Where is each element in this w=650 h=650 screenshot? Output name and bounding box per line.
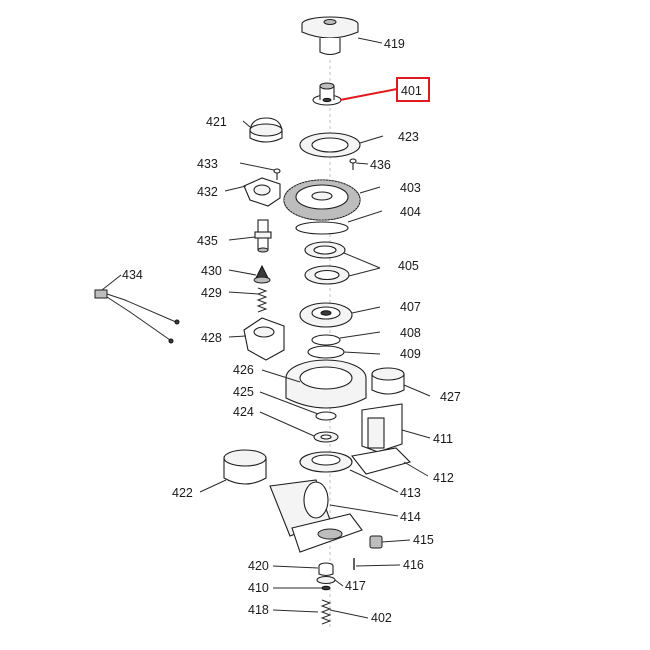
- part-428-lower-bracket[interactable]: [243, 317, 285, 361]
- part-434-cable[interactable]: [94, 289, 180, 344]
- label-411[interactable]: 411: [433, 432, 453, 446]
- label-420[interactable]: 420: [248, 559, 269, 573]
- part-427-cup[interactable]: [371, 367, 405, 395]
- highlight-leader-line: [339, 88, 398, 101]
- part-408-ring[interactable]: [311, 334, 341, 346]
- label-436[interactable]: 436: [370, 158, 391, 172]
- part-423-ring[interactable]: [299, 132, 361, 158]
- label-425[interactable]: 425: [233, 385, 254, 399]
- label-403[interactable]: 403: [400, 181, 421, 195]
- label-401[interactable]: 401: [401, 84, 422, 98]
- label-410[interactable]: 410: [248, 581, 269, 595]
- part-404-o-ring[interactable]: [295, 221, 349, 235]
- part-410-ring[interactable]: [321, 585, 331, 591]
- label-424[interactable]: 424: [233, 405, 254, 419]
- label-418[interactable]: 418: [248, 603, 269, 617]
- highlight-401: [339, 77, 430, 102]
- part-409-ring[interactable]: [307, 345, 345, 359]
- part-418-spring[interactable]: [320, 599, 332, 625]
- label-435[interactable]: 435: [197, 234, 218, 248]
- label-430[interactable]: 430: [201, 264, 222, 278]
- part-435-nozzle[interactable]: [254, 219, 272, 253]
- part-407-gear-carrier[interactable]: [299, 302, 353, 328]
- part-411-tray[interactable]: [361, 403, 403, 453]
- label-417[interactable]: 417: [345, 579, 366, 593]
- label-415[interactable]: 415: [413, 533, 434, 547]
- label-428[interactable]: 428: [201, 331, 222, 345]
- label-432[interactable]: 432: [197, 185, 218, 199]
- part-419-cap[interactable]: [301, 16, 359, 56]
- highlight-box: [396, 77, 430, 102]
- label-427[interactable]: 427: [440, 390, 461, 404]
- part-420-cap[interactable]: [318, 562, 334, 577]
- part-429-spring[interactable]: [256, 287, 268, 313]
- label-412[interactable]: 412: [433, 471, 454, 485]
- label-429[interactable]: 429: [201, 286, 222, 300]
- label-409[interactable]: 409: [400, 347, 421, 361]
- leader-lines: [101, 37, 431, 619]
- part-426-housing[interactable]: [285, 359, 367, 409]
- label-414[interactable]: 414: [400, 510, 421, 524]
- label-402[interactable]: 402: [371, 611, 392, 625]
- label-404[interactable]: 404: [400, 205, 421, 219]
- part-433-screw[interactable]: [273, 168, 281, 180]
- part-414-motor[interactable]: [269, 479, 363, 553]
- part-412-base-plate[interactable]: [351, 447, 412, 475]
- part-422-clamp[interactable]: [223, 449, 267, 485]
- part-424-washer[interactable]: [313, 431, 339, 443]
- part-405-rings[interactable]: [304, 241, 350, 285]
- label-419[interactable]: 419: [384, 37, 405, 51]
- label-416[interactable]: 416: [403, 558, 424, 572]
- label-423[interactable]: 423: [398, 130, 419, 144]
- label-421[interactable]: 421: [206, 115, 227, 129]
- part-421-knob[interactable]: [249, 117, 283, 143]
- label-422[interactable]: 422: [172, 486, 193, 500]
- label-405[interactable]: 405: [398, 259, 419, 273]
- label-413[interactable]: 413: [400, 486, 421, 500]
- label-426[interactable]: 426: [233, 363, 254, 377]
- callout-labels: 419 401 421 423 433 436 432 403 404 435 …: [122, 37, 461, 625]
- label-408[interactable]: 408: [400, 326, 421, 340]
- part-436-screw[interactable]: [349, 158, 357, 170]
- part-401-gear-shaft[interactable]: [312, 82, 342, 106]
- part-415-clip[interactable]: [369, 535, 383, 549]
- part-432-bracket[interactable]: [243, 177, 281, 207]
- part-430-valve[interactable]: [253, 264, 271, 284]
- part-413-gear-disk[interactable]: [299, 451, 353, 473]
- label-434[interactable]: 434: [122, 268, 143, 282]
- part-417-washer[interactable]: [316, 575, 336, 585]
- part-403-large-gear[interactable]: [283, 179, 361, 221]
- label-407[interactable]: 407: [400, 300, 421, 314]
- label-433[interactable]: 433: [197, 157, 218, 171]
- part-425-washer[interactable]: [315, 411, 337, 421]
